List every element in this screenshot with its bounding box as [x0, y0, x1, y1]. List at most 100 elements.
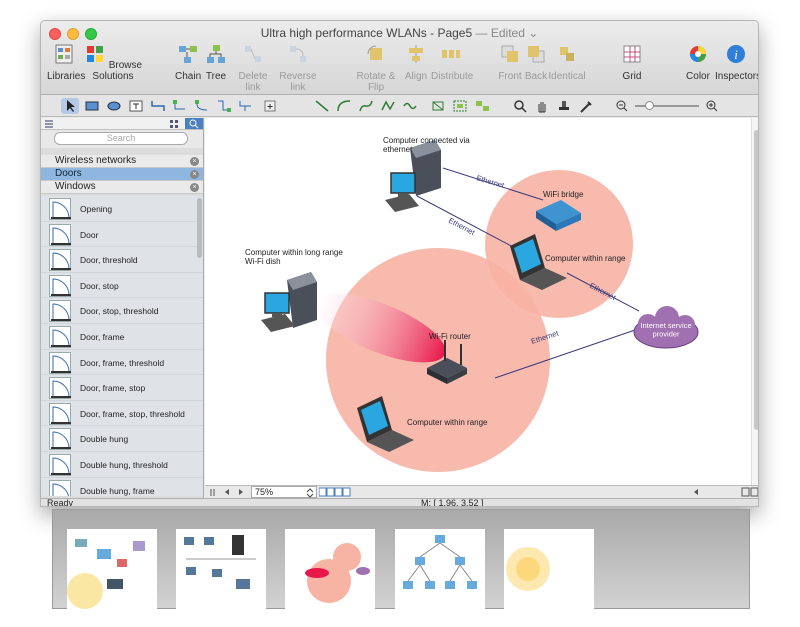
- chain-button[interactable]: Chain: [175, 43, 201, 82]
- close-window-button[interactable]: [49, 28, 61, 40]
- isp-cloud-icon[interactable]: [633, 306, 699, 349]
- close-library-icon[interactable]: ×: [190, 183, 199, 192]
- shape-item[interactable]: Door, stop: [41, 273, 203, 299]
- inspectors-button[interactable]: i Inspectors: [715, 43, 758, 82]
- close-library-icon[interactable]: ×: [190, 170, 199, 179]
- libraries-button[interactable]: Libraries: [47, 43, 85, 82]
- status-bar: Ready M: [ 1.96, 3.52 ]: [41, 498, 758, 506]
- shape-item[interactable]: Door, threshold: [41, 247, 203, 273]
- grid-button[interactable]: Grid: [619, 43, 645, 82]
- close-library-icon[interactable]: ×: [190, 157, 199, 166]
- rotate-tool[interactable]: [429, 98, 447, 114]
- shape-item[interactable]: Door, stop, threshold: [41, 298, 203, 324]
- reverse-link-button[interactable]: Reverse link: [275, 43, 321, 93]
- zoom-out-button[interactable]: [613, 98, 631, 114]
- back-button[interactable]: Back: [523, 43, 549, 82]
- canvas-scroll-thumb[interactable]: [754, 130, 758, 430]
- smart-connector-tool[interactable]: [171, 98, 189, 114]
- connector-tool[interactable]: [149, 98, 167, 114]
- shape-label: Opening: [80, 204, 113, 214]
- page-thumbnail-5[interactable]: [504, 529, 594, 609]
- polyline-tool[interactable]: [379, 98, 397, 114]
- bridge-laptop-icon[interactable]: [510, 234, 567, 290]
- next-page-icon[interactable]: [236, 487, 246, 497]
- insert-tool[interactable]: [261, 98, 279, 114]
- page-thumbnail-3[interactable]: [285, 529, 375, 609]
- tree-connector-tool[interactable]: [237, 98, 255, 114]
- wifi-bridge-label: WiFi bridge: [543, 190, 584, 199]
- arc-tool[interactable]: [335, 98, 353, 114]
- scroll-left-icon[interactable]: [691, 487, 701, 497]
- rectangle-tool[interactable]: [83, 98, 101, 114]
- search-toggle-button[interactable]: [185, 118, 203, 129]
- router-laptop-icon[interactable]: [357, 396, 414, 452]
- shape-item[interactable]: Door, frame, stop, threshold: [41, 401, 203, 427]
- page-thumbnail-1[interactable]: [67, 529, 157, 609]
- library-search-input[interactable]: Search: [54, 132, 188, 145]
- ellipse-tool[interactable]: [105, 98, 123, 114]
- align-button[interactable]: Align: [403, 43, 429, 82]
- wifi-bridge-icon[interactable]: [536, 200, 581, 231]
- canvas-vertical-scrollbar[interactable]: [751, 118, 758, 485]
- wifi-dish-beam: [314, 293, 446, 363]
- ungroup-tool[interactable]: [473, 98, 491, 114]
- rotate-flip-button[interactable]: Rotate & Flip: [351, 43, 401, 93]
- browse-solutions-button[interactable]: Browse Solutions: [81, 43, 145, 82]
- shape-item[interactable]: Double hung, threshold: [41, 452, 203, 478]
- zoom-slider-knob[interactable]: [645, 101, 654, 110]
- grid-view-icon[interactable]: [169, 119, 179, 129]
- library-row[interactable]: Wireless networks×: [41, 155, 203, 168]
- stepper-icon[interactable]: [306, 488, 314, 498]
- identical-button[interactable]: Identical: [547, 43, 587, 82]
- color-button[interactable]: Color: [685, 43, 711, 82]
- tree-button[interactable]: Tree: [203, 43, 229, 82]
- shape-item[interactable]: Double hung: [41, 426, 203, 452]
- pause-icon[interactable]: [208, 487, 218, 497]
- bezier-tool[interactable]: [357, 98, 375, 114]
- delete-link-button[interactable]: Delete link: [233, 43, 273, 93]
- zoom-slider[interactable]: [635, 101, 699, 110]
- page-thumbnail-2[interactable]: [176, 529, 266, 609]
- library-row[interactable]: Doors ×: [41, 168, 203, 181]
- library-row-label: Doors: [55, 168, 82, 179]
- shape-item[interactable]: Opening: [41, 196, 203, 222]
- text-tool[interactable]: [127, 98, 145, 114]
- page-view-switcher[interactable]: [318, 487, 351, 497]
- shape-item[interactable]: Double hung, frame: [41, 478, 203, 496]
- shape-item[interactable]: Door: [41, 222, 203, 248]
- zoom-tool[interactable]: [511, 98, 529, 114]
- maximize-window-button[interactable]: [85, 28, 97, 40]
- grid-label: Grid: [622, 71, 642, 82]
- shape-item[interactable]: Door, frame, stop: [41, 375, 203, 401]
- pan-tool[interactable]: [533, 98, 551, 114]
- list-view-icon[interactable]: [44, 119, 54, 129]
- eyedropper-tool[interactable]: [577, 98, 595, 114]
- freehand-tool[interactable]: [401, 98, 419, 114]
- previous-page-icon[interactable]: [222, 487, 232, 497]
- distribute-button[interactable]: Distribute: [431, 43, 473, 82]
- fit-page-icon[interactable]: [741, 487, 759, 497]
- zoom-in-icon: [706, 100, 718, 112]
- ungroup-icon: [476, 101, 489, 111]
- line-tool[interactable]: [313, 98, 331, 114]
- shape-item[interactable]: Door, frame: [41, 324, 203, 350]
- zoom-in-button[interactable]: [703, 98, 721, 114]
- ethernet-computer-icon[interactable]: [385, 140, 441, 212]
- minimize-window-button[interactable]: [67, 28, 79, 40]
- dish-computer-icon[interactable]: [261, 272, 317, 332]
- arc-connector-tool[interactable]: [193, 98, 211, 114]
- pointer-tool[interactable]: [61, 98, 79, 114]
- group-tool[interactable]: [451, 98, 469, 114]
- wifi-router-icon[interactable]: [427, 340, 467, 384]
- round-connector-tool[interactable]: [215, 98, 233, 114]
- edited-indicator[interactable]: — Edited ⌄: [475, 26, 539, 40]
- front-button[interactable]: Front: [497, 43, 523, 82]
- page-thumbnail-4[interactable]: [395, 529, 485, 609]
- drawing-canvas[interactable]: Ethernet Ethernet Ethernet Ethernet Comp…: [205, 118, 758, 485]
- shape-item[interactable]: Door, frame, threshold: [41, 350, 203, 376]
- page-preview-5: [506, 547, 550, 591]
- shape-list-scrollbar[interactable]: [197, 198, 202, 258]
- library-row[interactable]: Windows×: [41, 181, 203, 194]
- stamp-tool[interactable]: [555, 98, 573, 114]
- zoom-select[interactable]: 75%: [251, 486, 317, 498]
